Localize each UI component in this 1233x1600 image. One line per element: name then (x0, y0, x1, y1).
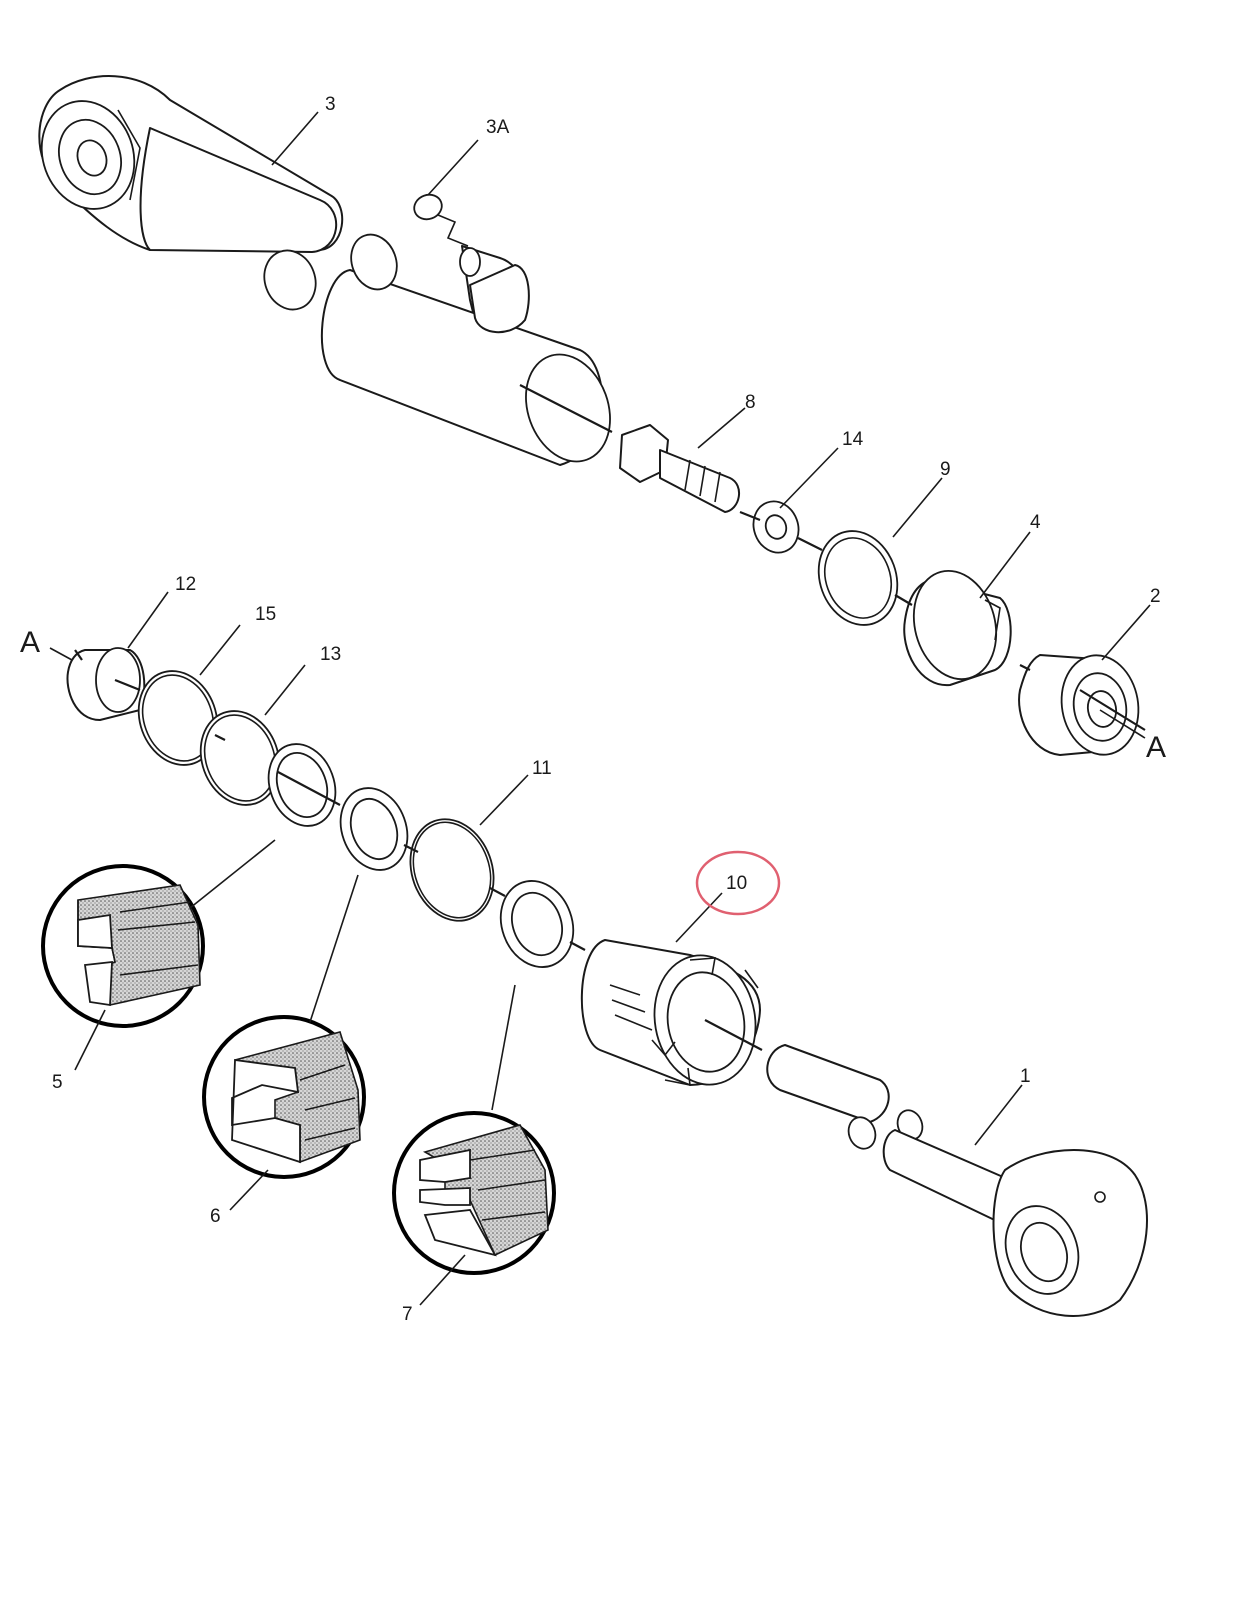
rod-spacer (766, 1044, 890, 1150)
part-9-ring (817, 530, 899, 626)
callout-12: 12 (175, 574, 196, 595)
upper-axis-line (519, 384, 1146, 731)
part-15-ring (137, 670, 219, 766)
part-11-ring (409, 818, 495, 922)
callout-4: 4 (1030, 512, 1041, 533)
highlight-circle-callout-10 (695, 850, 781, 916)
callout-9: 9 (940, 459, 951, 480)
callout-11: 11 (532, 758, 552, 779)
callout-10: 10 (726, 873, 747, 894)
callout-13: 13 (320, 644, 341, 665)
callout-3a: 3A (486, 117, 510, 138)
callout-7: 7 (402, 1304, 413, 1325)
callout-5: 5 (52, 1072, 63, 1093)
leader-lines (49, 111, 1151, 1306)
callout-14: 14 (842, 429, 864, 450)
part-8-bolt (619, 424, 740, 513)
part-12-sleeve (66, 647, 146, 721)
part-2-gland (1018, 654, 1140, 756)
part-7-seal-ring (499, 880, 575, 968)
callout-2: 2 (1150, 586, 1161, 607)
detail-5-seal-profile (41, 864, 205, 1028)
callout-3: 3 (325, 94, 336, 115)
section-mark-right: A (1146, 731, 1166, 764)
part-1-rod-eye (882, 1109, 1148, 1317)
part-14-washer (752, 500, 800, 554)
detail-6-seal-profile (202, 1015, 366, 1179)
part-3-cylinder-head (38, 75, 344, 311)
detail-7-seal-profile (392, 1111, 556, 1275)
lower-axis-line (74, 649, 763, 1051)
cylinder-barrel (320, 233, 611, 466)
callout-1: 1 (1020, 1066, 1031, 1087)
part-6-seal-ring (339, 787, 409, 871)
callout-15: 15 (255, 604, 276, 625)
callout-8: 8 (745, 392, 756, 413)
part-4-bearing-sleeve (903, 569, 1012, 687)
callout-6: 6 (210, 1206, 221, 1227)
section-mark-left: A (20, 626, 40, 659)
part-13-ring (199, 710, 281, 806)
part-10-piston-nut (580, 939, 761, 1087)
